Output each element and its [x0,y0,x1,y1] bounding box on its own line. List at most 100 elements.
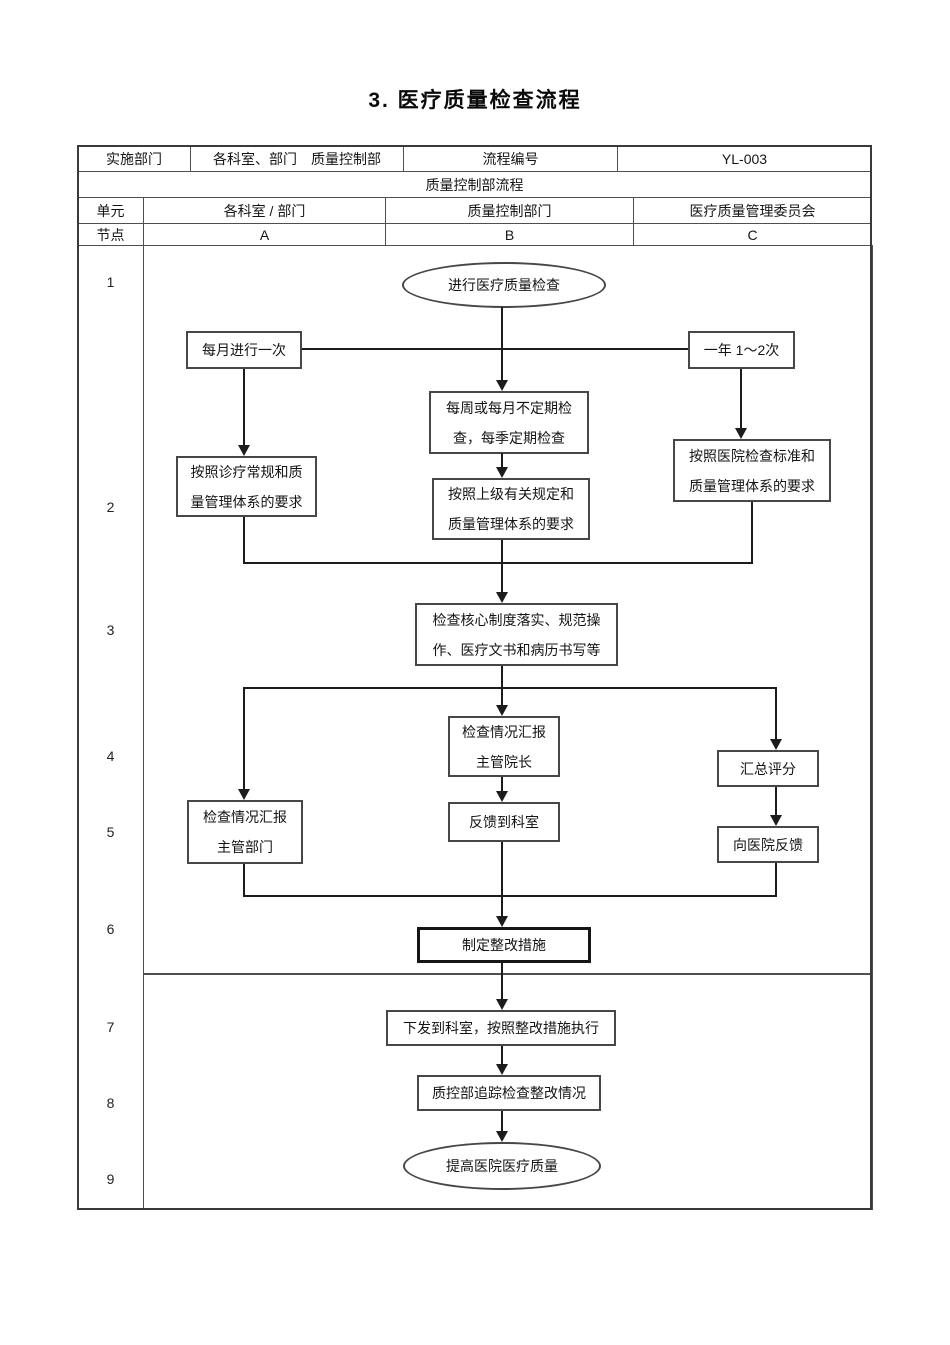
row-number-column [77,245,144,1210]
connector-line [751,502,753,564]
unit-col-b-cell: 质量控制部门 [385,197,634,224]
arrowhead-down-icon [496,1131,508,1142]
flow-node-track-check: 质控部追踪检查整改情况 [417,1075,601,1111]
connector-line [243,517,245,564]
row-number-3: 3 [106,622,115,638]
unit-col-c-cell: 医疗质量管理委员会 [633,197,872,224]
unit-col-a-cell: 各科室 / 部门 [143,197,386,224]
connector-line [501,307,503,380]
row-number-9: 9 [106,1171,115,1187]
flow-node-summary-score: 汇总评分 [717,750,819,787]
report-dept-line1: 检查情况汇报 [203,809,287,825]
unit-label-cell: 单元 [77,197,144,224]
connector-line [501,963,503,999]
weekly-check-line2: 查，每季定期检查 [453,429,565,446]
arrowhead-down-icon [238,789,250,800]
flow-node-start-label: 进行医疗质量检查 [448,277,560,293]
node-col-c-cell: C [633,223,872,246]
flow-node-corrective-measures: 制定整改措施 [417,927,591,963]
flow-number-label-cell: 流程编号 [403,145,618,172]
connector-line [775,687,777,739]
row-number-1: 1 [106,274,115,290]
hospital-standard-line2: 质量管理体系的要求 [689,477,815,494]
connector-line [775,787,777,815]
row-number-6: 6 [106,921,115,937]
connector-line [243,687,245,789]
feedback-to-hospital-label: 向医院反馈 [733,836,803,853]
flow-node-yearly-label: 一年 1～2次 [703,342,780,358]
arrowhead-down-icon [496,467,508,478]
flow-node-monthly-label: 每月进行一次 [202,342,286,358]
flow-node-start: 进行医疗质量检查 [402,262,606,308]
row-number-8: 8 [106,1095,115,1111]
summary-score-label: 汇总评分 [740,760,796,777]
connector-line [501,777,503,791]
row-number-4: 4 [106,748,115,764]
superior-requirement-line1: 按照上级有关规定和 [448,486,574,502]
flow-node-feedback-to-dept: 反馈到科室 [448,802,560,842]
feedback-to-dept-label: 反馈到科室 [469,814,539,830]
track-check-label: 质控部追踪检查整改情况 [432,1085,586,1101]
connector-line [302,348,689,350]
dept-requirement-line1: 按照诊疗常规和质 [190,463,303,480]
hospital-standard-line1: 按照医院检查标准和 [689,447,815,464]
subtitle-cell: 质量控制部流程 [77,171,872,198]
flow-node-dept-requirement: 按照诊疗常规和质 量管理体系的要求 [176,456,317,517]
connector-line [501,687,503,705]
superior-requirement-line2: 质量管理体系的要求 [448,516,574,532]
flow-node-hospital-standard: 按照医院检查标准和 质量管理体系的要求 [673,439,831,502]
connector-line [775,863,777,897]
connector-line [243,864,245,897]
connector-line [501,842,503,916]
report-president-line2: 主管院长 [476,753,532,770]
weekly-check-line1: 每周或每月不定期检 [446,399,572,416]
dept-requirement-line2: 量管理体系的要求 [190,493,303,510]
flow-node-feedback-to-hospital: 向医院反馈 [717,826,819,863]
section-divider-line [143,973,873,975]
flow-node-issue-and-execute: 下发到科室，按照整改措施执行 [386,1010,616,1046]
arrowhead-down-icon [496,791,508,802]
arrowhead-down-icon [496,999,508,1010]
flow-node-end-label: 提高医院医疗质量 [446,1158,558,1174]
flow-number-value-cell: YL-003 [617,145,872,172]
flow-node-monthly: 每月进行一次 [186,331,302,369]
arrowhead-down-icon [735,428,747,439]
row-number-7: 7 [106,1019,115,1035]
arrowhead-down-icon [496,380,508,391]
implement-dept-label-cell: 实施部门 [77,145,191,172]
arrowhead-down-icon [496,592,508,603]
connector-line [243,369,245,445]
arrowhead-down-icon [496,1064,508,1075]
flow-node-report-president: 检查情况汇报 主管院长 [448,716,560,777]
flow-node-superior-requirement: 按照上级有关规定和 质量管理体系的要求 [432,478,590,540]
core-check-line2: 作、医疗文书和病历书写等 [432,641,601,658]
flow-node-yearly: 一年 1～2次 [688,331,795,369]
connector-line [243,687,777,689]
report-dept-line2: 主管部门 [217,839,273,855]
implement-dept-value-cell: 各科室、部门 质量控制部 [190,145,404,172]
arrowhead-down-icon [770,815,782,826]
connector-line [740,369,742,428]
connector-line [501,540,503,592]
node-col-b-cell: B [385,223,634,246]
core-check-line1: 检查核心制度落实、规范操 [432,611,601,628]
flow-node-weekly-check: 每周或每月不定期检 查，每季定期检查 [429,391,589,454]
flow-node-end: 提高医院医疗质量 [403,1142,601,1190]
flow-node-core-check: 检查核心制度落实、规范操 作、医疗文书和病历书写等 [415,603,618,666]
connector-line [501,666,503,688]
arrowhead-down-icon [496,705,508,716]
connector-line [501,453,503,467]
arrowhead-down-icon [496,916,508,927]
arrowhead-down-icon [770,739,782,750]
corrective-measures-label: 制定整改措施 [462,937,546,953]
node-col-a-cell: A [143,223,386,246]
node-label-cell: 节点 [77,223,144,246]
arrowhead-down-icon [238,445,250,456]
issue-and-execute-label: 下发到科室，按照整改措施执行 [403,1020,599,1036]
connector-line [501,1046,503,1064]
connector-line [501,1111,503,1131]
connector-line [243,895,777,897]
row-number-5: 5 [106,824,115,840]
row-number-2: 2 [106,499,115,515]
